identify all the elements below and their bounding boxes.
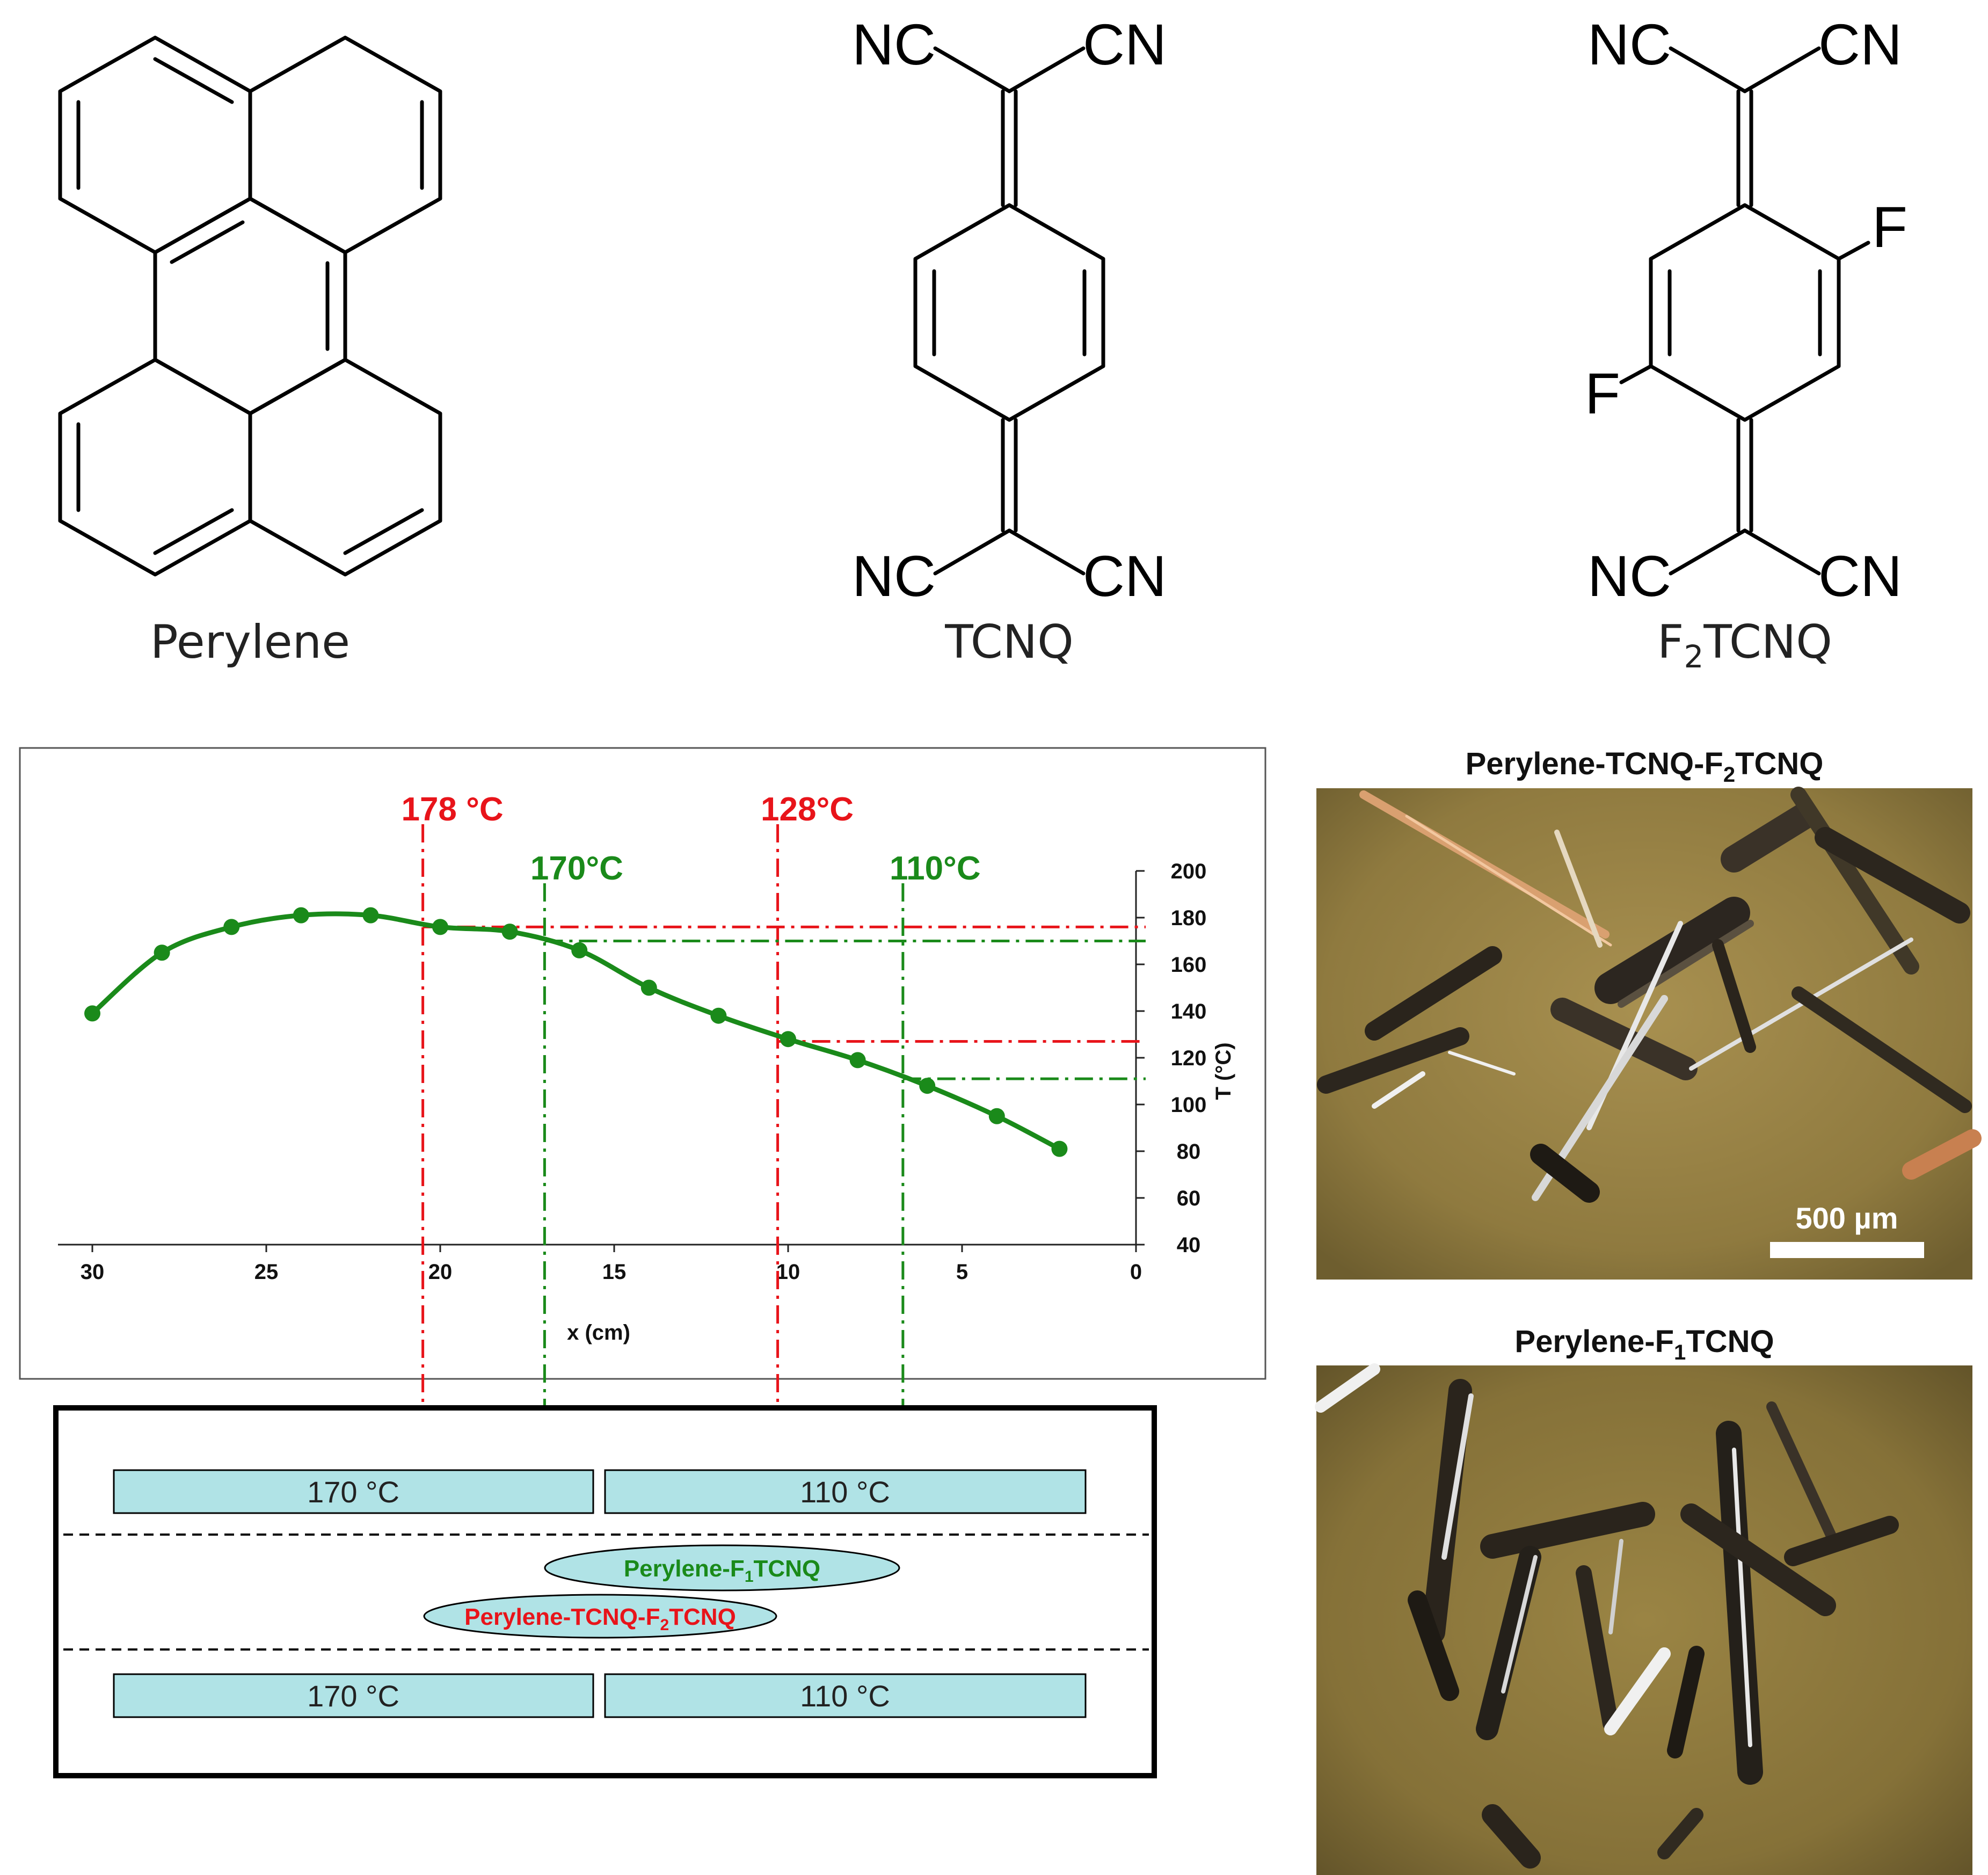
- heater-bottom-cool-label: 110 °C: [800, 1679, 890, 1713]
- y-tick-label: 120: [1171, 1046, 1207, 1070]
- scale-bar: [1770, 1242, 1924, 1258]
- furnace-box: [53, 1405, 1157, 1778]
- data-point: [780, 1031, 796, 1048]
- chart-frame: [19, 747, 1266, 1380]
- reference-temperature-label: 178 °C: [401, 791, 503, 828]
- photo-2-title-prefix: Perylene-F: [1514, 1324, 1674, 1359]
- perylene-label: Perylene: [150, 615, 350, 669]
- deposit-zone-red-label: Perylene-TCNQ-F2TCNQ: [464, 1604, 736, 1634]
- f2tcnq-label: F2TCNQ: [1657, 615, 1832, 675]
- heater-bottom-cool: [604, 1673, 1087, 1718]
- f2tcnq-group-top-right: CN: [1818, 12, 1902, 77]
- data-point: [849, 1052, 866, 1069]
- f2tcnq-label-suffix: TCNQ: [1703, 615, 1832, 669]
- x-axis-title: x (cm): [567, 1321, 630, 1345]
- data-point: [640, 979, 657, 996]
- x-tick-label: 10: [776, 1260, 800, 1284]
- reference-temperature-label: 110°C: [890, 850, 981, 887]
- tcnq-group-bottom-left: NC: [852, 543, 936, 608]
- tcnq-group-bottom-right: CN: [1083, 543, 1167, 608]
- y-axis-title: T (°C): [1212, 1042, 1235, 1100]
- data-point: [432, 919, 448, 935]
- data-point: [293, 907, 309, 924]
- x-tick-label: 25: [254, 1260, 279, 1284]
- photo-2-title: Perylene-F1TCNQ: [1514, 1324, 1774, 1364]
- scale-bar-label: 500 µm: [1795, 1201, 1898, 1235]
- heater-top-hot-label: 170 °C: [307, 1475, 399, 1509]
- heater-bottom-hot: [113, 1673, 594, 1718]
- y-tick-label: 80: [1177, 1140, 1201, 1164]
- data-point: [154, 944, 170, 961]
- heater-top-cool: [604, 1469, 1087, 1514]
- x-tick-label: 5: [956, 1260, 968, 1284]
- tcnq-label: TCNQ: [944, 615, 1074, 669]
- deposit-zone-green: [544, 1544, 900, 1591]
- data-point: [84, 1005, 100, 1022]
- heater-bottom-hot-label: 170 °C: [307, 1679, 399, 1713]
- photo-1-title-sub: 2: [1723, 763, 1735, 787]
- deposit-zone-green-label: Perylene-F1TCNQ: [624, 1556, 820, 1586]
- y-tick-label: 40: [1177, 1233, 1201, 1257]
- deposit-green-prefix: Perylene-F: [624, 1556, 745, 1582]
- tcnq-structure: [913, 46, 1105, 576]
- deposit-red-sub: 2: [660, 1616, 669, 1634]
- data-point: [501, 924, 518, 940]
- y-tick-label: 100: [1171, 1093, 1207, 1117]
- y-tick-label: 140: [1171, 1000, 1207, 1023]
- data-point: [362, 907, 379, 924]
- data-point: [710, 1007, 727, 1024]
- perylene-structure: [58, 35, 442, 577]
- y-tick-label: 200: [1171, 860, 1207, 883]
- f2tcnq-group-bottom-left: NC: [1588, 543, 1671, 608]
- data-point: [988, 1108, 1005, 1124]
- x-tick-label: 30: [81, 1260, 105, 1284]
- deposit-green-suffix: TCNQ: [754, 1556, 821, 1582]
- f2tcnq-label-prefix: F: [1657, 615, 1684, 669]
- deposit-zone-red: [423, 1594, 777, 1639]
- f2tcnq-group-bottom-right: CN: [1818, 543, 1902, 608]
- f2tcnq-label-sub: 2: [1684, 638, 1703, 675]
- y-tick-label: 180: [1171, 906, 1207, 930]
- y-tick-label: 60: [1177, 1187, 1201, 1210]
- reference-temperature-label: 128°C: [761, 791, 854, 828]
- photo-1-title-prefix: Perylene-TCNQ-F: [1466, 746, 1723, 781]
- y-tick-label: 160: [1171, 953, 1207, 977]
- f2tcnq-fluorine-left: F: [1585, 361, 1620, 426]
- x-tick-label: 15: [602, 1260, 627, 1284]
- f2tcnq-structure: [1619, 46, 1870, 576]
- data-point: [1051, 1140, 1068, 1157]
- x-tick-label: 20: [428, 1260, 453, 1284]
- tcnq-group-top-left: NC: [852, 12, 936, 77]
- photo-2-title-suffix: TCNQ: [1686, 1324, 1774, 1359]
- deposit-green-sub: 1: [745, 1568, 754, 1586]
- deposit-red-prefix: Perylene-TCNQ-F: [464, 1604, 660, 1630]
- deposit-red-suffix: TCNQ: [669, 1604, 736, 1630]
- crystal-photo-2: [1315, 1363, 1972, 1875]
- tcnq-group-top-right: CN: [1083, 12, 1167, 77]
- temperature-profile-chart: 30 25 20 15 10 5 0 200 180 160 140 120 100 80 60 40 x (c…: [58, 791, 1235, 1589]
- x-tick-label: 0: [1130, 1260, 1142, 1284]
- data-point: [223, 919, 240, 935]
- f2tcnq-fluorine-right: F: [1872, 194, 1907, 259]
- tcnq-label-text: TCNQ: [944, 615, 1074, 669]
- data-point: [571, 942, 588, 958]
- reference-temperature-label: 170°C: [530, 850, 623, 887]
- f2tcnq-group-top-left: NC: [1588, 12, 1671, 77]
- crystal-photo-1: 500 µm: [1316, 787, 1982, 1280]
- data-point: [919, 1078, 936, 1094]
- heater-top-hot: [113, 1469, 594, 1514]
- heater-top-cool-label: 110 °C: [800, 1475, 890, 1509]
- photo-2-title-sub: 1: [1674, 1341, 1686, 1364]
- photo-1-title: Perylene-TCNQ-F2TCNQ: [1466, 746, 1824, 787]
- photo-1-title-suffix: TCNQ: [1735, 746, 1823, 781]
